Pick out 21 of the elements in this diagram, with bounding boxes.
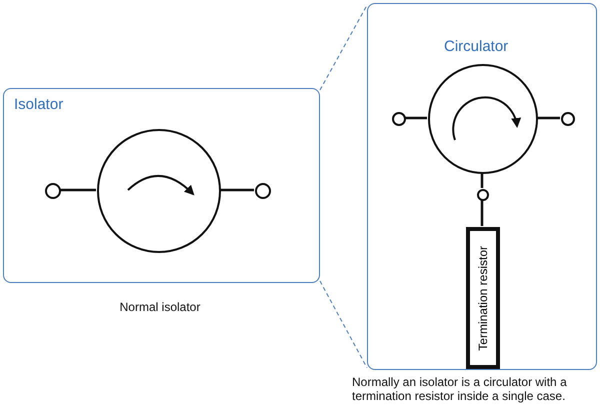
isolator-panel: [3, 88, 320, 283]
port-terminal: [45, 183, 61, 199]
port-terminal: [255, 183, 271, 199]
circulator-panel: [367, 3, 597, 370]
connection-line: [480, 173, 484, 188]
port-terminal: [561, 112, 575, 126]
connection-line: [220, 188, 254, 192]
resistor-label: Termination resistor: [476, 246, 490, 350]
resistor-symbol: [466, 227, 500, 369]
connection-line: [405, 116, 427, 120]
zoom-line: [320, 280, 368, 368]
caption-text: Normal isolator: [118, 300, 202, 314]
connection-line: [537, 116, 560, 120]
zoom-line: [320, 4, 368, 90]
panel-title: Isolator: [14, 96, 64, 113]
port-terminal: [392, 112, 406, 126]
caption-text: Normally an isolator is a circulator with a termination resistor inside a single case.: [352, 375, 568, 403]
connection-line: [480, 200, 484, 226]
port-terminal: [477, 189, 489, 201]
panel-title: Circulator: [444, 38, 508, 55]
connection-line: [60, 188, 96, 192]
